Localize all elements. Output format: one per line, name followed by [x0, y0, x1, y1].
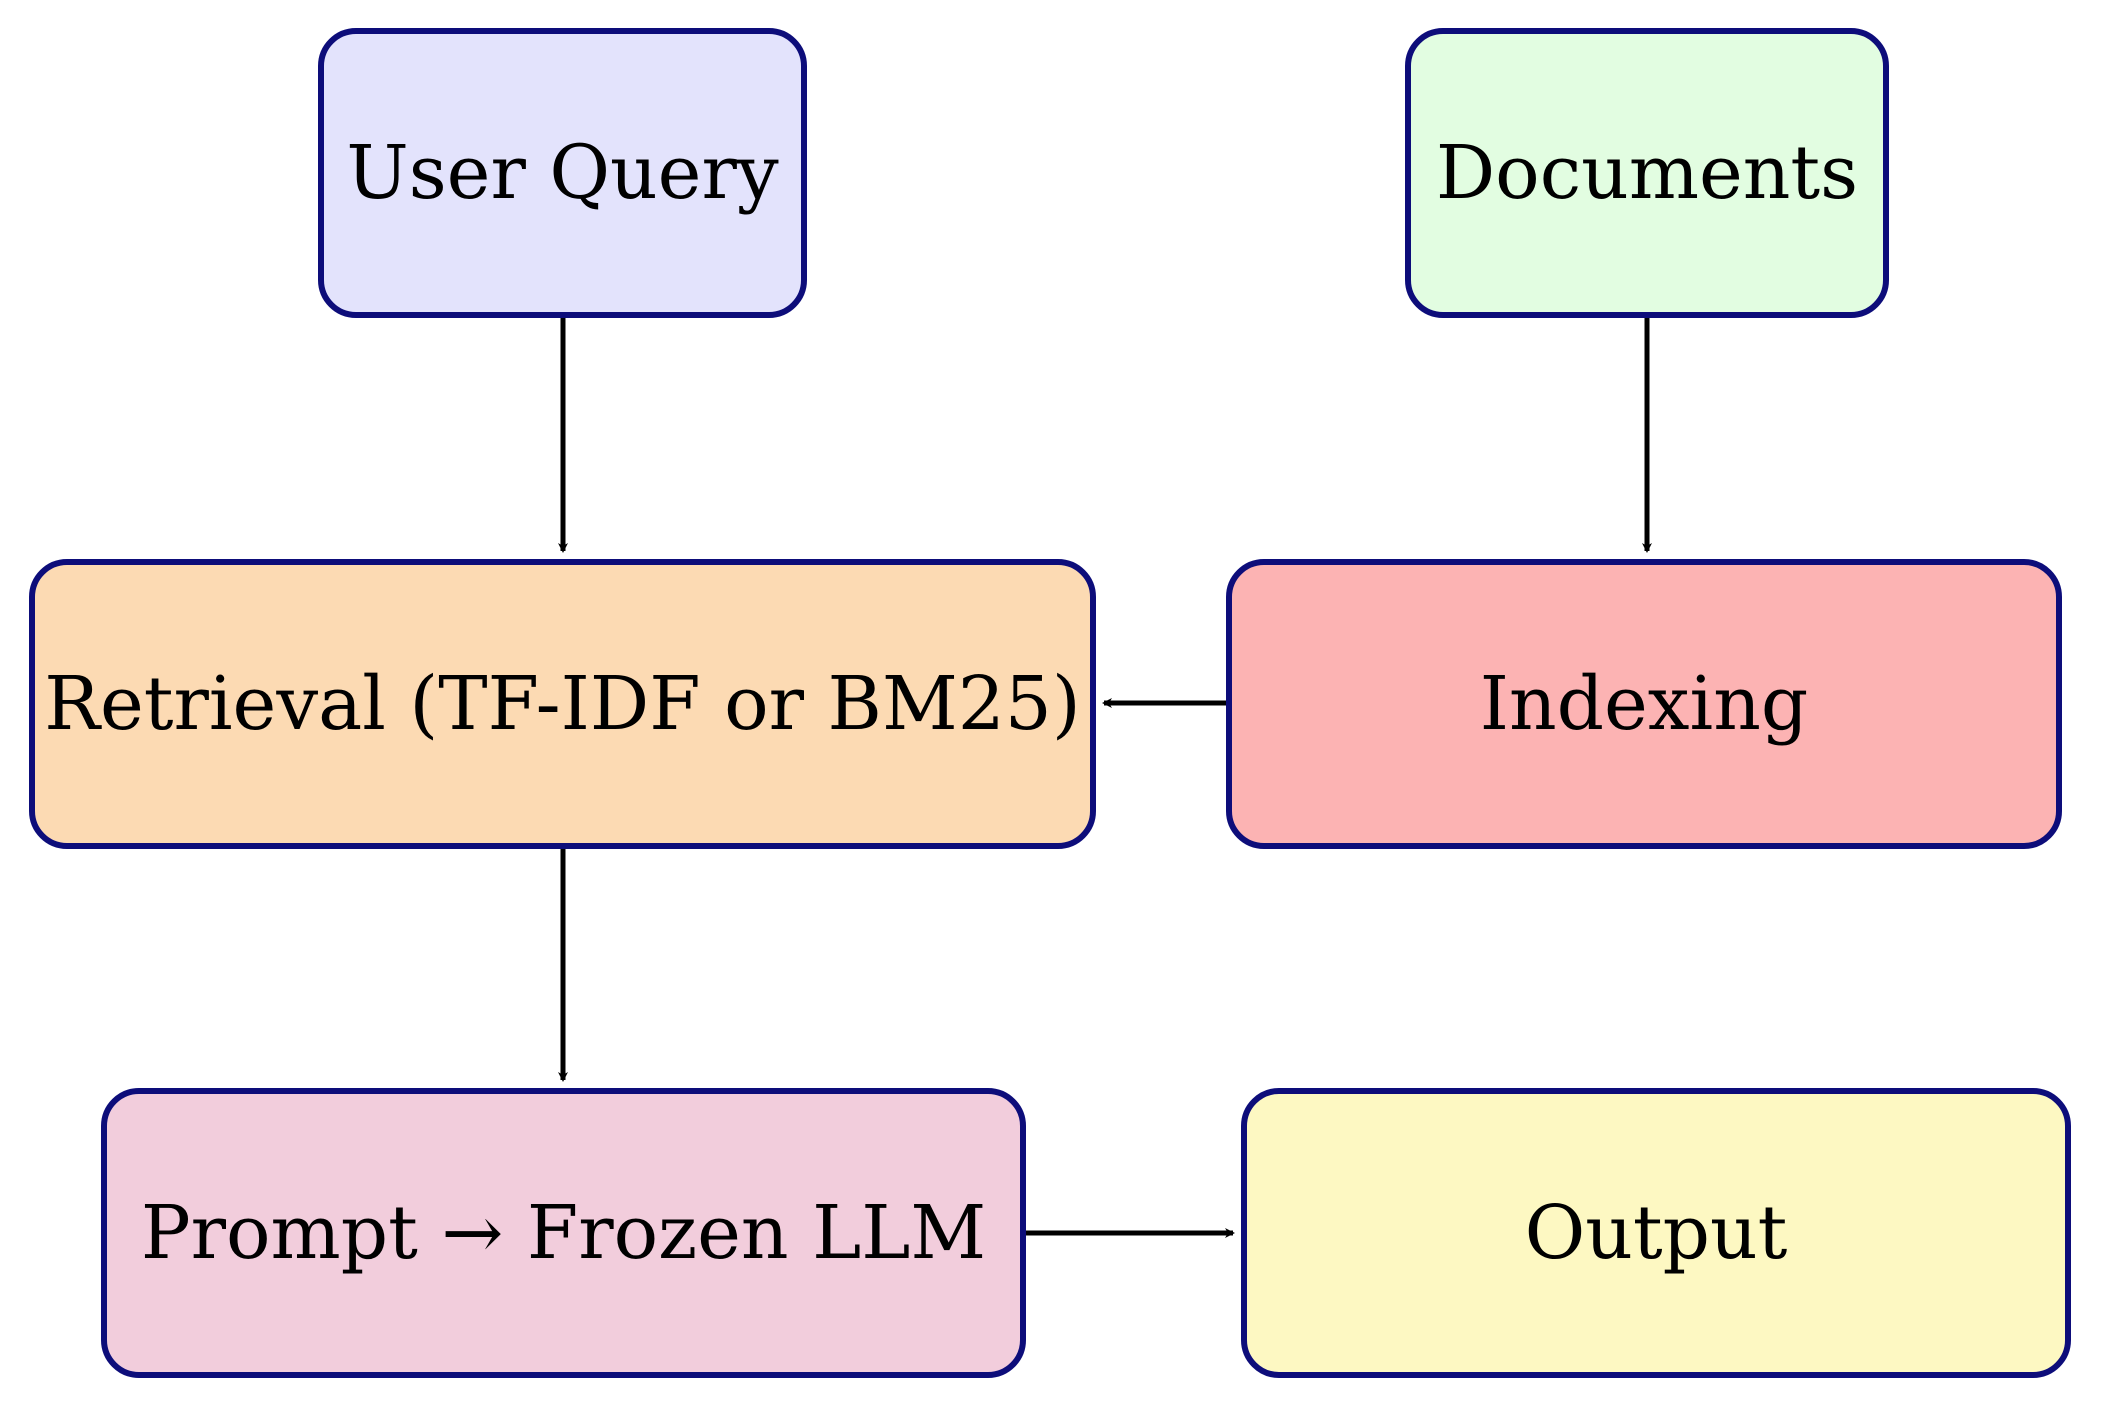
user-query-node: User Query: [318, 28, 807, 318]
retrieval-node: Retrieval (TF-IDF or BM25): [29, 559, 1096, 849]
indexing-node: Indexing: [1226, 559, 2062, 849]
retrieval-label: Retrieval (TF-IDF or BM25): [44, 661, 1081, 747]
documents-label: Documents: [1435, 130, 1859, 216]
prompt-frozen-llm-node: Prompt → Frozen LLM: [101, 1088, 1026, 1378]
documents-node: Documents: [1405, 28, 1889, 318]
user-query-label: User Query: [346, 130, 779, 216]
output-node: Output: [1241, 1088, 2071, 1378]
indexing-label: Indexing: [1479, 661, 1809, 747]
prompt-frozen-llm-label: Prompt → Frozen LLM: [140, 1190, 987, 1276]
output-label: Output: [1524, 1190, 1788, 1276]
